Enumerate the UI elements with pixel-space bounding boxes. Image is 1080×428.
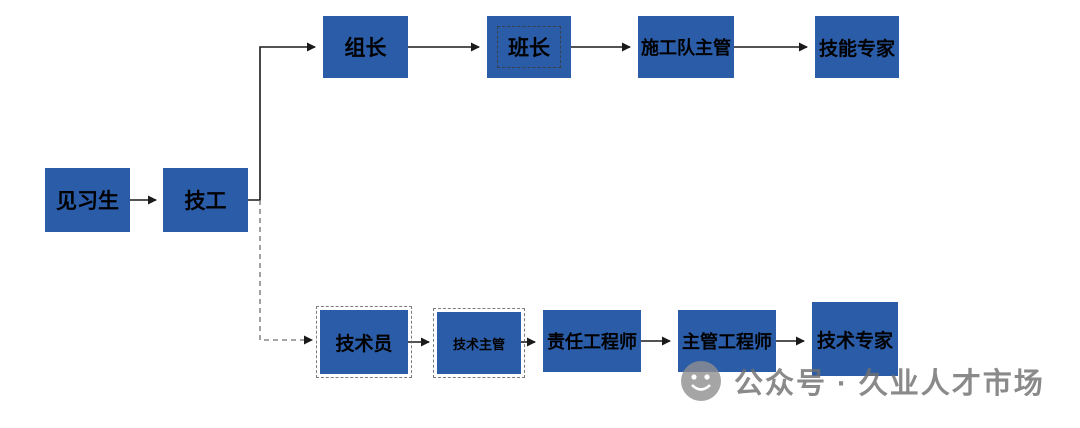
node-technical-expert: 技术专家 — [812, 302, 898, 376]
node-construction-supervisor-label: 施工队主管 — [641, 38, 731, 58]
node-skill-expert-label: 技能专家 — [818, 38, 895, 60]
node-technical-supervisor-label: 技术主管 — [452, 336, 505, 352]
node-skill-expert: 技能专家 — [815, 16, 899, 78]
node-technical-staff-label: 技术员 — [335, 333, 393, 355]
node-supervising-engineer: 主管工程师 — [678, 310, 776, 372]
node-responsible-engineer-label: 责任工程师 — [547, 332, 637, 352]
node-trainee: 见习生 — [45, 168, 130, 232]
watermark-text: 公众号 · 久业人才市场 — [734, 368, 1045, 400]
edge-technician-technical-staff — [259, 200, 313, 345]
node-team-leader-label: 组长 — [344, 37, 387, 60]
node-responsible-engineer: 责任工程师 — [543, 310, 641, 372]
node-construction-supervisor: 施工队主管 — [638, 16, 734, 78]
watermark: 公众号 · 久业人才市场 — [680, 360, 1045, 402]
node-supervising-engineer-label: 主管工程师 — [682, 332, 772, 352]
node-squad-leader-label: 班长 — [508, 37, 550, 60]
watermark-logo-icon — [681, 361, 721, 401]
node-technical-expert-label: 技术专家 — [816, 330, 893, 352]
node-trainee-label: 见习生 — [56, 190, 119, 213]
node-technical-staff: 技术员 — [316, 306, 412, 378]
node-team-leader: 组长 — [323, 16, 408, 78]
node-technician-label: 技工 — [184, 190, 227, 213]
node-technician: 技工 — [163, 168, 248, 232]
edge-technician-team-leader — [248, 42, 316, 201]
node-technical-supervisor: 技术主管 — [433, 308, 525, 378]
node-squad-leader: 班长 — [487, 16, 571, 78]
